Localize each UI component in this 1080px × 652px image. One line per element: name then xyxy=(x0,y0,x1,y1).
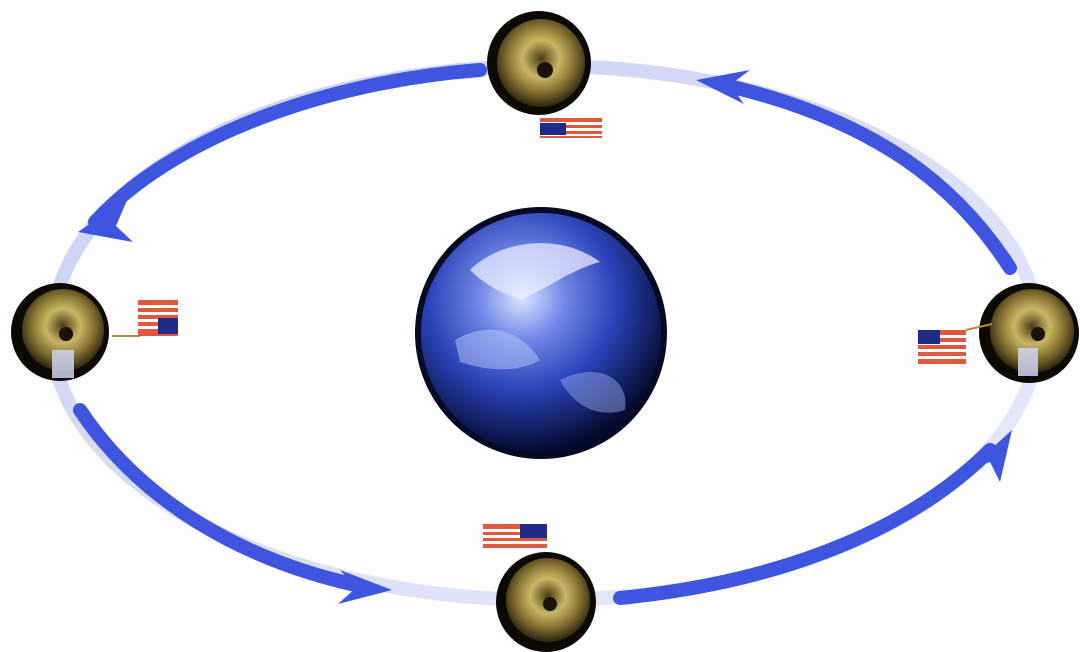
earth xyxy=(415,207,667,459)
american-flag-bottom xyxy=(483,524,547,548)
american-flag-left xyxy=(112,300,178,336)
american-flag-top xyxy=(540,118,602,138)
orbit-arrow-bottom-left xyxy=(80,410,360,586)
orbit-arrow-bottom-right xyxy=(620,450,990,598)
moon-bottom xyxy=(496,552,596,652)
orbit-arrow-top-left xyxy=(95,70,480,222)
moon-left xyxy=(11,283,109,381)
moon-right xyxy=(979,283,1079,383)
orbit-arrow-top-right xyxy=(720,84,1010,268)
moon-top xyxy=(487,11,591,115)
